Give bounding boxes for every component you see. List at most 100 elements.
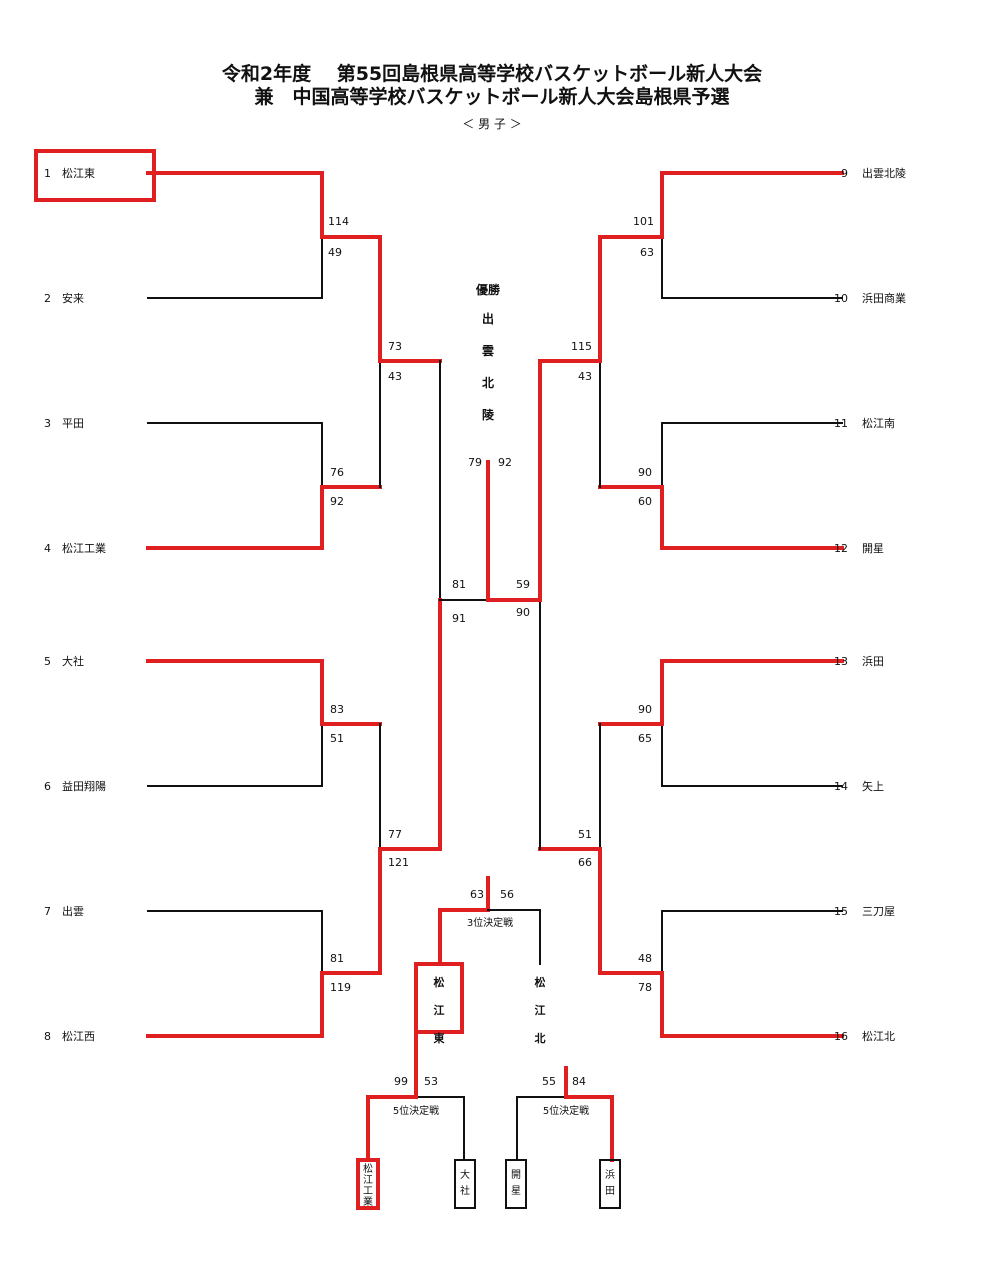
- match-score: 101: [633, 215, 654, 228]
- match-score: 77: [388, 828, 402, 841]
- fifth-team-box: [356, 1158, 380, 1210]
- fifth-team-box: [505, 1159, 527, 1209]
- third-place-label: 3位決定戦: [467, 916, 513, 929]
- team-name: 松江東: [62, 166, 95, 180]
- third-place-left-team-char: 松: [434, 975, 445, 989]
- fifth-place-team-char: 業: [363, 1195, 373, 1208]
- match-score: 119: [330, 981, 351, 994]
- match-score: 63: [640, 246, 654, 259]
- match-score: 66: [578, 856, 592, 869]
- match-score: 43: [388, 370, 402, 383]
- team-seed: 5: [44, 655, 51, 668]
- title-line-1: 令和2年度 第55回島根県高等学校バスケットボール新人大会: [222, 62, 762, 85]
- team-name: 松江西: [62, 1029, 95, 1043]
- team-name: 安来: [62, 291, 84, 305]
- team-name: 益田翔陽: [62, 779, 106, 793]
- match-score: 81: [452, 578, 466, 591]
- team-seed: 10: [834, 292, 848, 305]
- champion-name: 出雲北陵: [482, 311, 495, 422]
- champion-name-char: 出: [482, 311, 494, 326]
- champion-name-char: 陵: [482, 407, 495, 422]
- fifth-place-label: 5位決定戦: [543, 1104, 589, 1117]
- match-score: 91: [452, 612, 466, 625]
- match-score: 63: [470, 888, 484, 901]
- team-name: 松江工業: [62, 541, 106, 555]
- fifth-place-team: 松江工業: [363, 1162, 373, 1208]
- fifth-place-team-char: 大: [460, 1168, 470, 1181]
- match-score: 90: [638, 703, 652, 716]
- match-score: 92: [498, 456, 512, 469]
- match-score: 83: [330, 703, 344, 716]
- champion-name-char: 北: [482, 375, 494, 390]
- fifth-place-team-char: 浜: [605, 1169, 615, 1181]
- third-place-right-team-char: 松: [535, 975, 546, 989]
- team-seed: 4: [44, 542, 51, 555]
- team-seed: 13: [834, 655, 848, 668]
- team-seed: 7: [44, 905, 51, 918]
- team-seed: 11: [834, 417, 848, 430]
- fifth-place-team-char: 開: [511, 1169, 521, 1181]
- match-score: 51: [578, 828, 592, 841]
- fifth-place-team: 浜田: [605, 1169, 615, 1197]
- fifth-place-team: 開星: [511, 1169, 521, 1197]
- match-score: 92: [330, 495, 344, 508]
- fifth-place-label: 5位決定戦: [393, 1104, 439, 1117]
- team-name: 平田: [62, 417, 84, 430]
- champion-label: 優勝: [475, 282, 501, 297]
- team-name: 三刀屋: [862, 905, 895, 918]
- fifth-place-team-char: 工: [363, 1186, 373, 1197]
- fifth-place-team-char: 松: [363, 1162, 373, 1175]
- team-seed: 3: [44, 417, 51, 430]
- team-seed: 15: [834, 905, 848, 918]
- match-score: 115: [571, 340, 592, 353]
- match-score: 55: [542, 1075, 556, 1088]
- title-line-2: 兼 中国高等学校バスケットボール新人大会島根県予選: [254, 85, 729, 108]
- fifth-place-team-char: 社: [460, 1184, 470, 1197]
- match-score: 79: [468, 456, 482, 469]
- third-place-left-team-char: 東: [434, 1031, 446, 1045]
- bracket-lines: [34, 149, 844, 1210]
- match-score: 51: [330, 732, 344, 745]
- match-score: 84: [572, 1075, 586, 1088]
- match-score: 53: [424, 1075, 438, 1088]
- fifth-place-team-char: 田: [605, 1186, 615, 1197]
- match-score: 121: [388, 856, 409, 869]
- team-name: 開星: [862, 542, 884, 555]
- third-place-left-team: 松江東: [434, 975, 446, 1045]
- team-name: 出雲北陵: [862, 166, 906, 180]
- third-place-right-team-char: 江: [535, 1003, 546, 1017]
- match-score: 90: [516, 606, 530, 619]
- match-score: 114: [328, 215, 349, 228]
- team-seed: 1: [44, 167, 51, 180]
- third-place-right-team: 松江北: [535, 975, 546, 1045]
- team-seed: 8: [44, 1030, 51, 1043]
- match-score: 60: [638, 495, 652, 508]
- fifth-team-box: [454, 1159, 476, 1209]
- match-score: 78: [638, 981, 652, 994]
- fifth-place-team-char: 星: [511, 1185, 521, 1197]
- team-name: 出雲: [62, 904, 84, 918]
- fifth-place-team-char: 江: [363, 1174, 373, 1186]
- match-score: 76: [330, 466, 344, 479]
- champion-seed-highlight: [34, 149, 156, 202]
- match-score: 59: [516, 578, 530, 591]
- match-score: 56: [500, 888, 514, 901]
- team-name: 矢上: [862, 779, 884, 793]
- champion-name-char: 雲: [482, 344, 494, 358]
- third-left-box: [414, 962, 464, 1034]
- team-seed: 6: [44, 780, 51, 793]
- team-seed: 2: [44, 292, 51, 305]
- team-seed: 16: [834, 1030, 848, 1043]
- match-score: 49: [328, 246, 342, 259]
- team-name: 大社: [62, 654, 84, 668]
- team-seed: 14: [834, 780, 848, 793]
- match-score: 90: [638, 466, 652, 479]
- fifth-place-team: 大社: [460, 1168, 470, 1197]
- match-score: 48: [638, 952, 652, 965]
- team-name: 浜田: [862, 655, 884, 668]
- team-seed: 9: [841, 167, 848, 180]
- team-name: 松江北: [862, 1029, 895, 1043]
- third-place-left-team-char: 江: [434, 1003, 445, 1017]
- match-score: 65: [638, 732, 652, 745]
